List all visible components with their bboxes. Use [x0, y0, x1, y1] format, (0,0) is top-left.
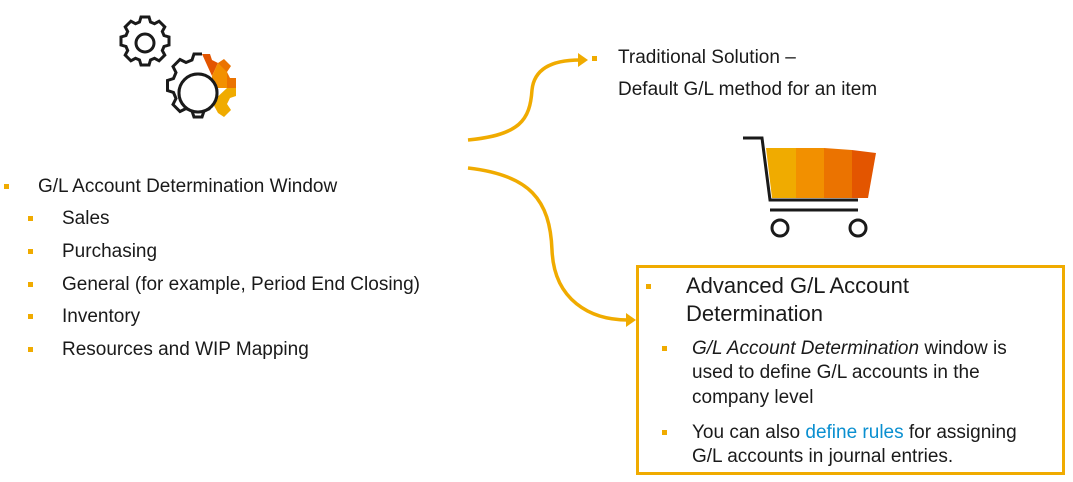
bullet-icon [4, 184, 9, 189]
advanced-point2-line1: You can also define rules for assigning [692, 422, 1017, 444]
bullet-icon [646, 284, 651, 289]
advanced-point1-line3: company level [692, 387, 814, 408]
bullet-icon [662, 346, 667, 351]
bullet-icon [662, 430, 667, 435]
bullet-icon [592, 56, 597, 61]
advanced-point2-line2: G/L accounts in journal entries. [692, 446, 954, 467]
shopping-cart-icon [743, 136, 876, 238]
list-item: Sales [62, 208, 110, 229]
gl-determination-emphasis: G/L Account Determination [692, 338, 920, 359]
list-item: Purchasing [62, 241, 158, 262]
list-item: General (for example, Period End Closing… [62, 274, 421, 295]
bullet-icon [28, 216, 33, 221]
advanced-point1-line2: used to define G/L accounts in the [692, 362, 980, 383]
define-rules-link[interactable]: define rules [805, 422, 904, 443]
point2-suffix: for assigning [903, 422, 1017, 443]
bullet-icon [28, 347, 33, 352]
traditional-line1: Traditional Solution – [618, 47, 796, 68]
gears-icon [119, 15, 236, 119]
advanced-point1-line1: G/L Account Determination window is [692, 338, 1007, 360]
point2-prefix: You can also [692, 422, 806, 443]
list-item: Inventory [62, 306, 141, 327]
list-item: Resources and WIP Mapping [62, 339, 309, 360]
bullet-icon [28, 249, 33, 254]
point1-rest: window is [919, 338, 1007, 359]
advanced-box [636, 265, 1065, 475]
advanced-title-line1: Advanced G/L Account [686, 273, 909, 298]
left-list-title: G/L Account Determination Window [38, 176, 338, 197]
arrow-icon [467, 53, 636, 327]
traditional-line2: Default G/L method for an item [618, 79, 878, 100]
bullet-icon [28, 314, 33, 319]
advanced-title-line2: Determination [686, 301, 823, 326]
bullet-icon [28, 282, 33, 287]
